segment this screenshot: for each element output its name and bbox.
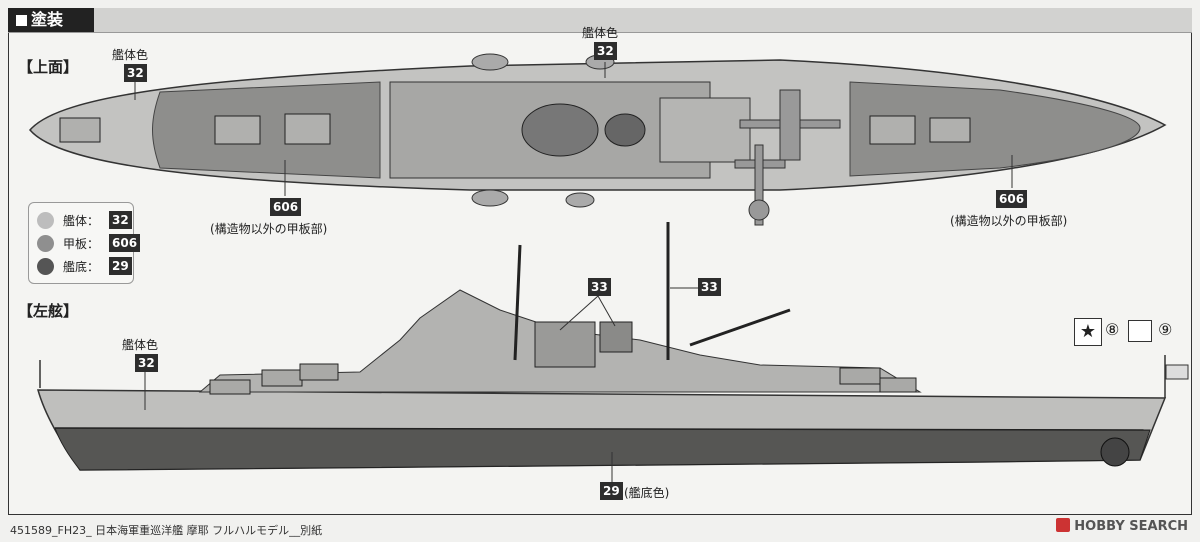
- legend-dot-deck: [37, 235, 54, 252]
- side-turret-2: [261, 369, 303, 387]
- top-aircraft-2: [734, 144, 786, 226]
- legend-code-hull: 32: [109, 211, 132, 229]
- top-deck-fore: [152, 81, 381, 179]
- decal-8-label: ⑧: [1105, 320, 1120, 339]
- footer-caption: 451589_FH23_ 日本海軍重巡洋艦 摩耶 フルハルモデル__別紙: [10, 524, 323, 537]
- side-funnel-2: [599, 321, 633, 353]
- side-ensign-flag: [1165, 364, 1189, 380]
- side-turret-5: [879, 377, 917, 393]
- top-hull-label-center: 艦体色: [582, 26, 619, 40]
- star-decal-icon: ★: [1074, 318, 1102, 346]
- side-funnel-code: 33: [588, 278, 611, 296]
- top-boat-4: [565, 192, 595, 208]
- side-turret-3: [299, 363, 339, 381]
- top-boat-2: [471, 189, 509, 207]
- top-turret-2: [214, 115, 261, 145]
- top-funnel: [521, 103, 599, 157]
- legend-dot-hull: [37, 212, 54, 229]
- top-deck-code-right: 606: [996, 190, 1028, 208]
- watermark-text: HOBBY SEARCH: [1074, 519, 1188, 534]
- legend-row-hull: 艦体： 32: [37, 211, 133, 231]
- side-hull-code: 32: [135, 354, 158, 372]
- square-icon: [16, 15, 27, 26]
- color-legend: 艦体： 32 甲板： 606 艦底： 29: [28, 202, 141, 284]
- legend-label-hull: 艦体：: [63, 214, 100, 228]
- side-bottom-code: 29: [600, 482, 623, 500]
- side-leader-funnel-b: [597, 295, 616, 327]
- decal-9-label: ⑨: [1158, 320, 1173, 339]
- side-turret-1: [209, 379, 251, 395]
- legend-code-bottom: 29: [109, 257, 132, 275]
- top-turret-3: [284, 113, 331, 145]
- top-view-heading: 【上面】: [18, 58, 79, 76]
- top-turret-1: [59, 117, 101, 143]
- watermark: HOBBY SEARCH: [1056, 518, 1188, 534]
- side-view-heading: 【左舷】: [18, 302, 79, 320]
- signal-flag-decal-icon: [1128, 320, 1152, 342]
- side-bottom: [54, 427, 1151, 471]
- side-leader-funnel-a: [559, 295, 599, 331]
- top-turret-5: [929, 117, 971, 143]
- side-crane: [689, 308, 791, 347]
- legend-code-deck: 606: [109, 234, 141, 252]
- top-deck-code-left: 606: [270, 198, 302, 216]
- side-propeller: [1100, 437, 1130, 467]
- top-hull-code-center: 32: [594, 42, 617, 60]
- top-hull-code-left: 32: [124, 64, 147, 82]
- side-hull-label: 艦体色: [122, 338, 159, 352]
- side-turret-4: [839, 367, 881, 385]
- top-turret-4: [869, 115, 916, 145]
- top-deck-aft: [849, 81, 1141, 177]
- legend-row-deck: 甲板： 606: [37, 234, 141, 254]
- top-deck-note-left: (構造物以外の甲板部): [210, 222, 328, 236]
- top-boat-deck: [659, 97, 751, 163]
- side-bottom-label: (艦底色): [624, 486, 670, 500]
- top-deck-note-right: (構造物以外の甲板部): [950, 214, 1068, 228]
- header-bar: 塗装: [8, 8, 1192, 33]
- side-funnel: [534, 321, 596, 368]
- legend-label-bottom: 艦底：: [63, 260, 100, 274]
- top-boat-1: [471, 53, 509, 71]
- watermark-logo-icon: [1056, 518, 1071, 532]
- top-aircraft-1: [739, 89, 841, 161]
- side-waterline: [54, 427, 1151, 431]
- legend-row-bottom: 艦底： 29: [37, 257, 133, 277]
- top-hull-label: 艦体色: [112, 48, 149, 62]
- side-foremast: [513, 244, 522, 361]
- side-mast-code: 33: [698, 278, 721, 296]
- top-funnel-2: [604, 113, 646, 147]
- legend-dot-bottom: [37, 258, 54, 275]
- legend-label-deck: 甲板：: [63, 237, 100, 251]
- header-title: 塗装: [31, 10, 64, 29]
- header-title-tab: 塗装: [8, 8, 94, 32]
